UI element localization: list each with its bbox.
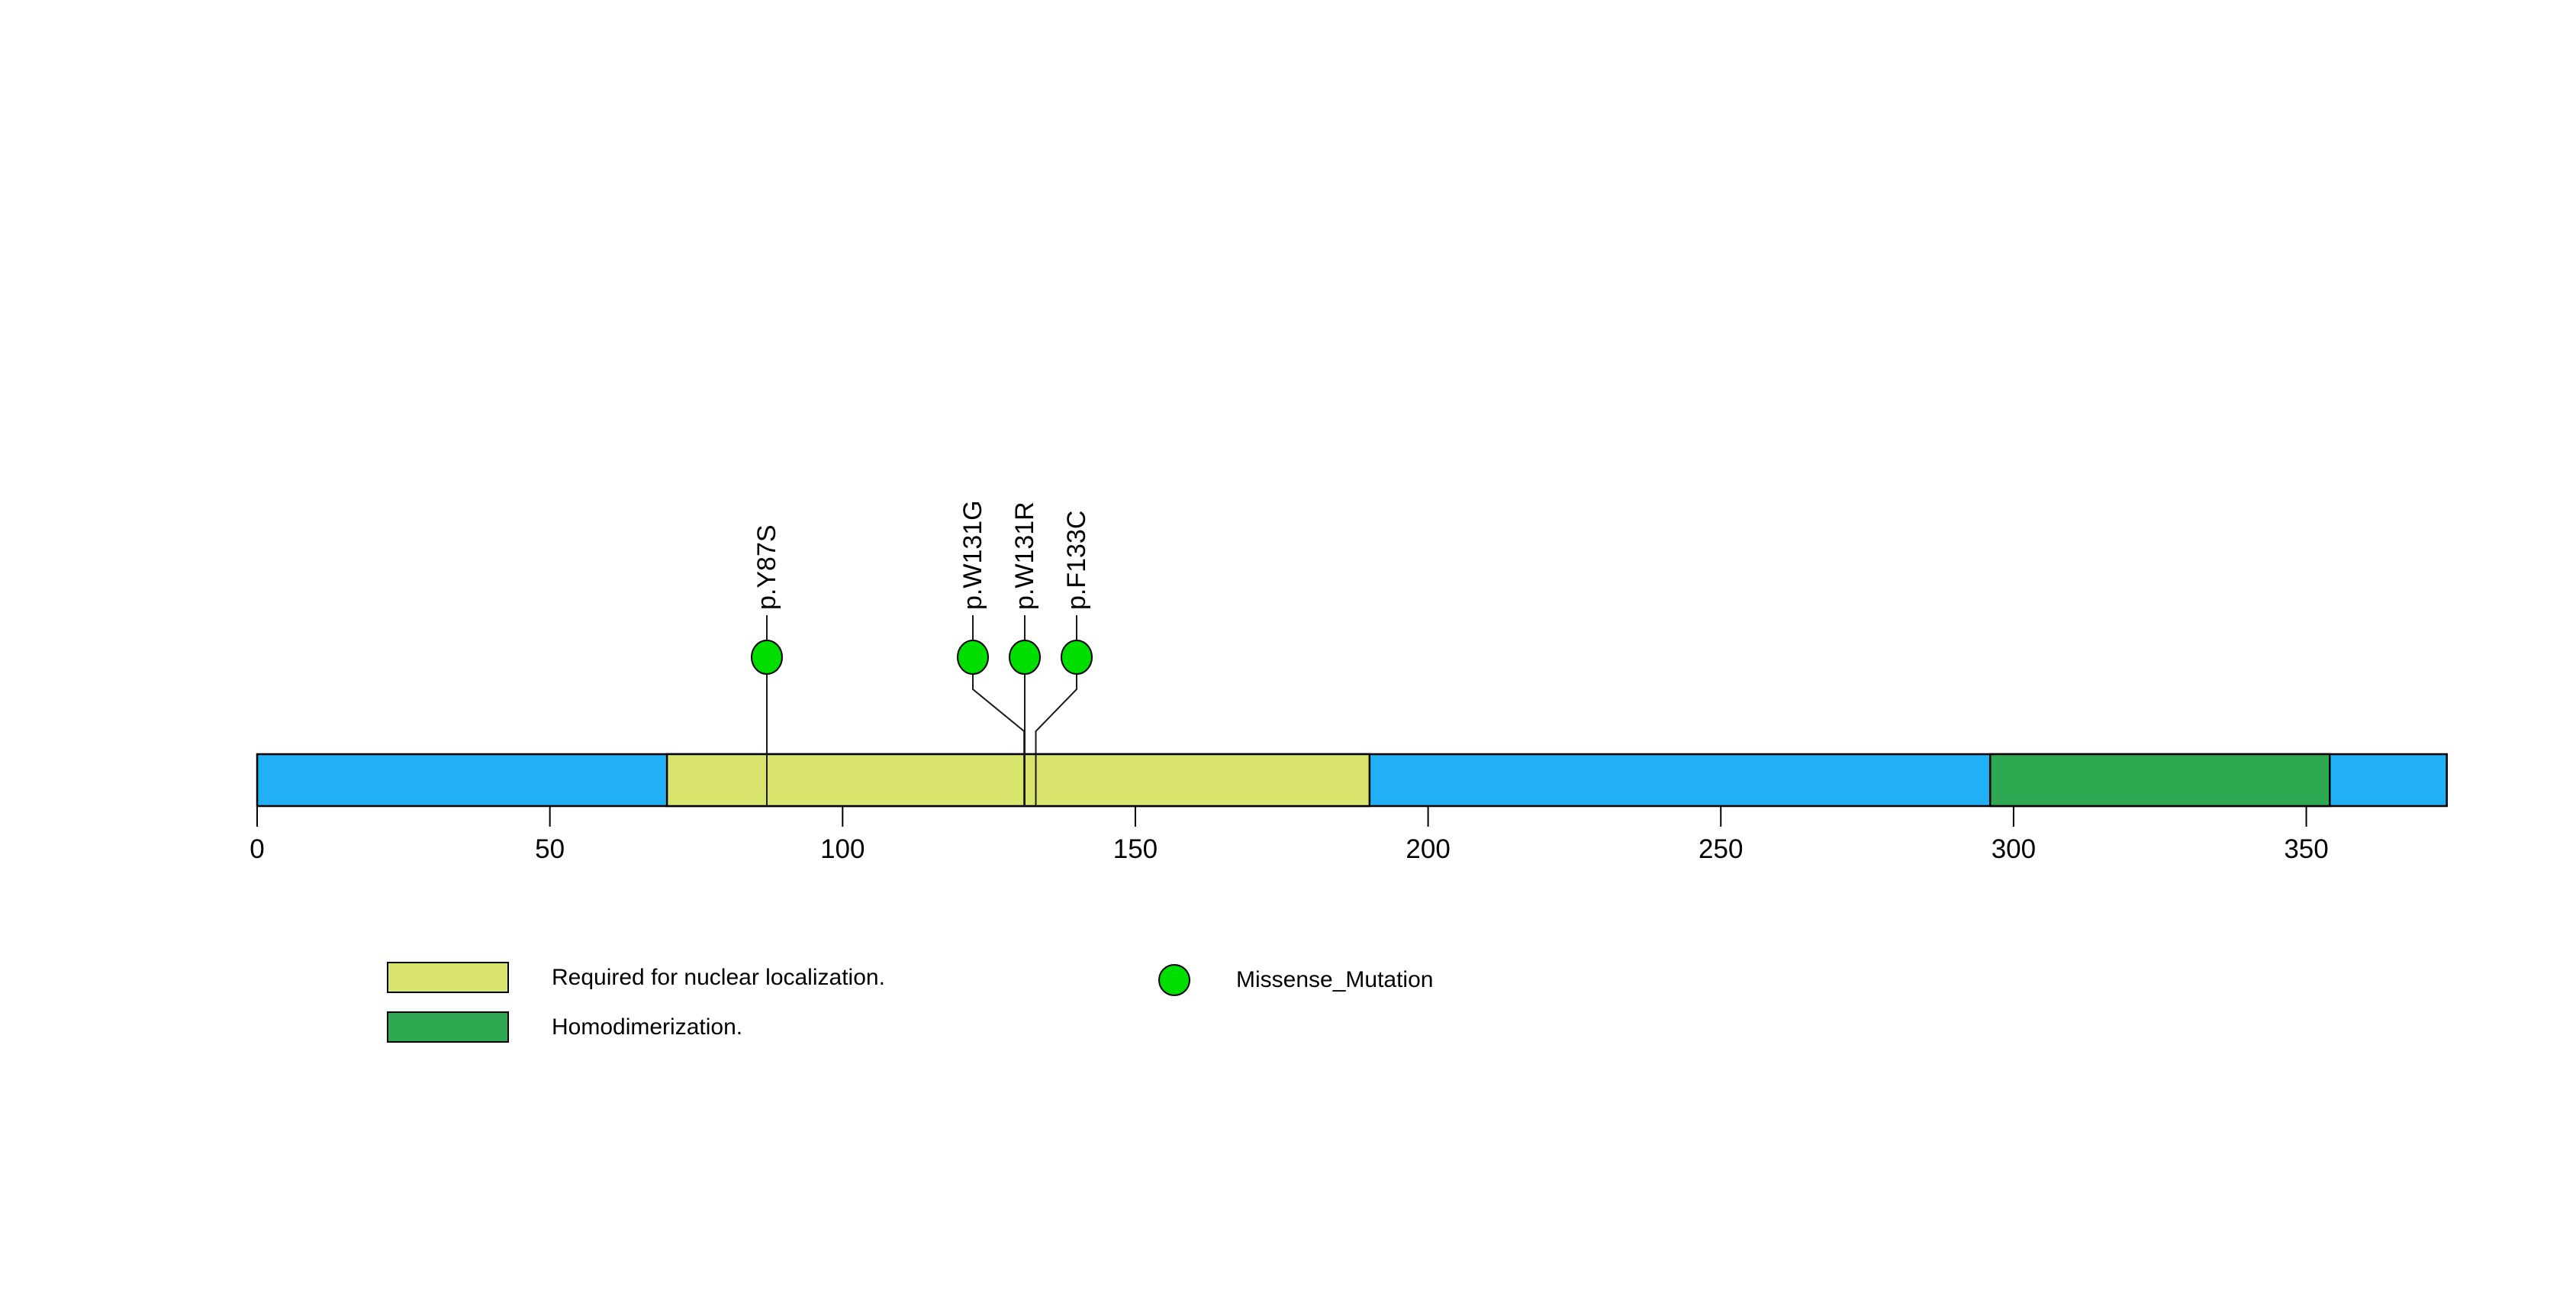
legend-mutation-circle: [1158, 964, 1190, 996]
axis-tick-label: 350: [2284, 834, 2328, 864]
axis-tick-label: 250: [1699, 834, 1743, 864]
axis-tick-label: 50: [535, 834, 565, 864]
legend-domain-label-1: Homodimerization.: [552, 1014, 743, 1040]
mutation-circle: [1009, 640, 1041, 675]
mutation-label: p.F133C: [1062, 511, 1091, 610]
legend-mutation-label: Missense_Mutation: [1236, 967, 1434, 992]
legend-domain-swatch-0: [387, 962, 509, 993]
axis-tick-label: 0: [250, 834, 264, 864]
axis-tick-label: 200: [1406, 834, 1450, 864]
mutation-circle: [751, 640, 783, 675]
mutation-label: p.Y87S: [752, 524, 781, 610]
legend-domain-swatch-1: [387, 1011, 509, 1043]
mutation-circle: [957, 640, 989, 675]
axis-tick-label: 150: [1113, 834, 1158, 864]
axis-tick-label: 300: [1992, 834, 2036, 864]
domain-rect-1: [1988, 753, 2331, 808]
domain-rect-0: [665, 753, 1371, 808]
legend-domain-label-0: Required for nuclear localization.: [552, 964, 885, 990]
mutation-label: p.W131G: [958, 500, 987, 610]
axis-tick-label: 100: [820, 834, 865, 864]
mutation-label: p.W131R: [1010, 501, 1039, 610]
mutation-circle: [1061, 640, 1093, 675]
